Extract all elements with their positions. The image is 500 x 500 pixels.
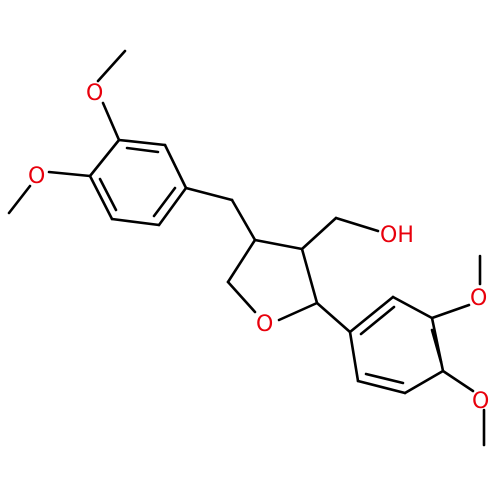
methoxy-group-1	[96, 49, 127, 142]
bond	[157, 186, 188, 227]
bond	[184, 186, 234, 202]
bond	[300, 216, 338, 251]
bond	[110, 217, 161, 227]
double-bond	[359, 305, 396, 336]
bond	[348, 295, 395, 334]
bond	[334, 216, 380, 233]
double-bond	[98, 177, 118, 212]
bond	[300, 247, 319, 305]
methoxy-group-4	[441, 369, 486, 447]
hydroxymethyl-group	[300, 216, 380, 251]
bond	[163, 143, 188, 190]
benzyl-linker	[184, 186, 257, 242]
hydroxyl-label: OH	[380, 223, 414, 248]
bond	[348, 330, 360, 383]
bond	[441, 369, 475, 393]
bond	[47, 170, 92, 178]
bond	[277, 301, 319, 322]
bond	[88, 174, 114, 221]
bond	[117, 138, 167, 147]
dimethoxybenzyl-ring	[88, 138, 188, 227]
bond	[226, 238, 257, 284]
ring-oxygen-label: O	[256, 312, 273, 337]
bond	[96, 49, 127, 83]
methoxy-group-3	[430, 254, 482, 320]
bond	[356, 379, 407, 395]
methoxy-group-2	[7, 170, 92, 215]
oxygen-atom-label: O	[86, 81, 103, 106]
bond	[230, 198, 257, 242]
bond	[430, 303, 471, 320]
oxygen-atom-label: O	[470, 286, 487, 311]
double-bond	[125, 146, 160, 154]
double-bond	[364, 372, 405, 385]
bond	[253, 238, 304, 251]
double-bond	[152, 186, 177, 218]
bond	[101, 101, 121, 142]
tetrahydrofuran-ring	[226, 238, 319, 322]
bond	[315, 301, 352, 334]
bond	[7, 184, 32, 215]
bond	[403, 369, 445, 395]
bond	[88, 138, 121, 178]
bond	[226, 280, 257, 314]
double-bond	[430, 328, 443, 364]
dimethoxyphenyl-ring	[315, 295, 445, 395]
bond	[391, 295, 434, 320]
oxygen-atom-label: O	[472, 389, 489, 414]
oxygen-atom-label: O	[28, 164, 45, 189]
